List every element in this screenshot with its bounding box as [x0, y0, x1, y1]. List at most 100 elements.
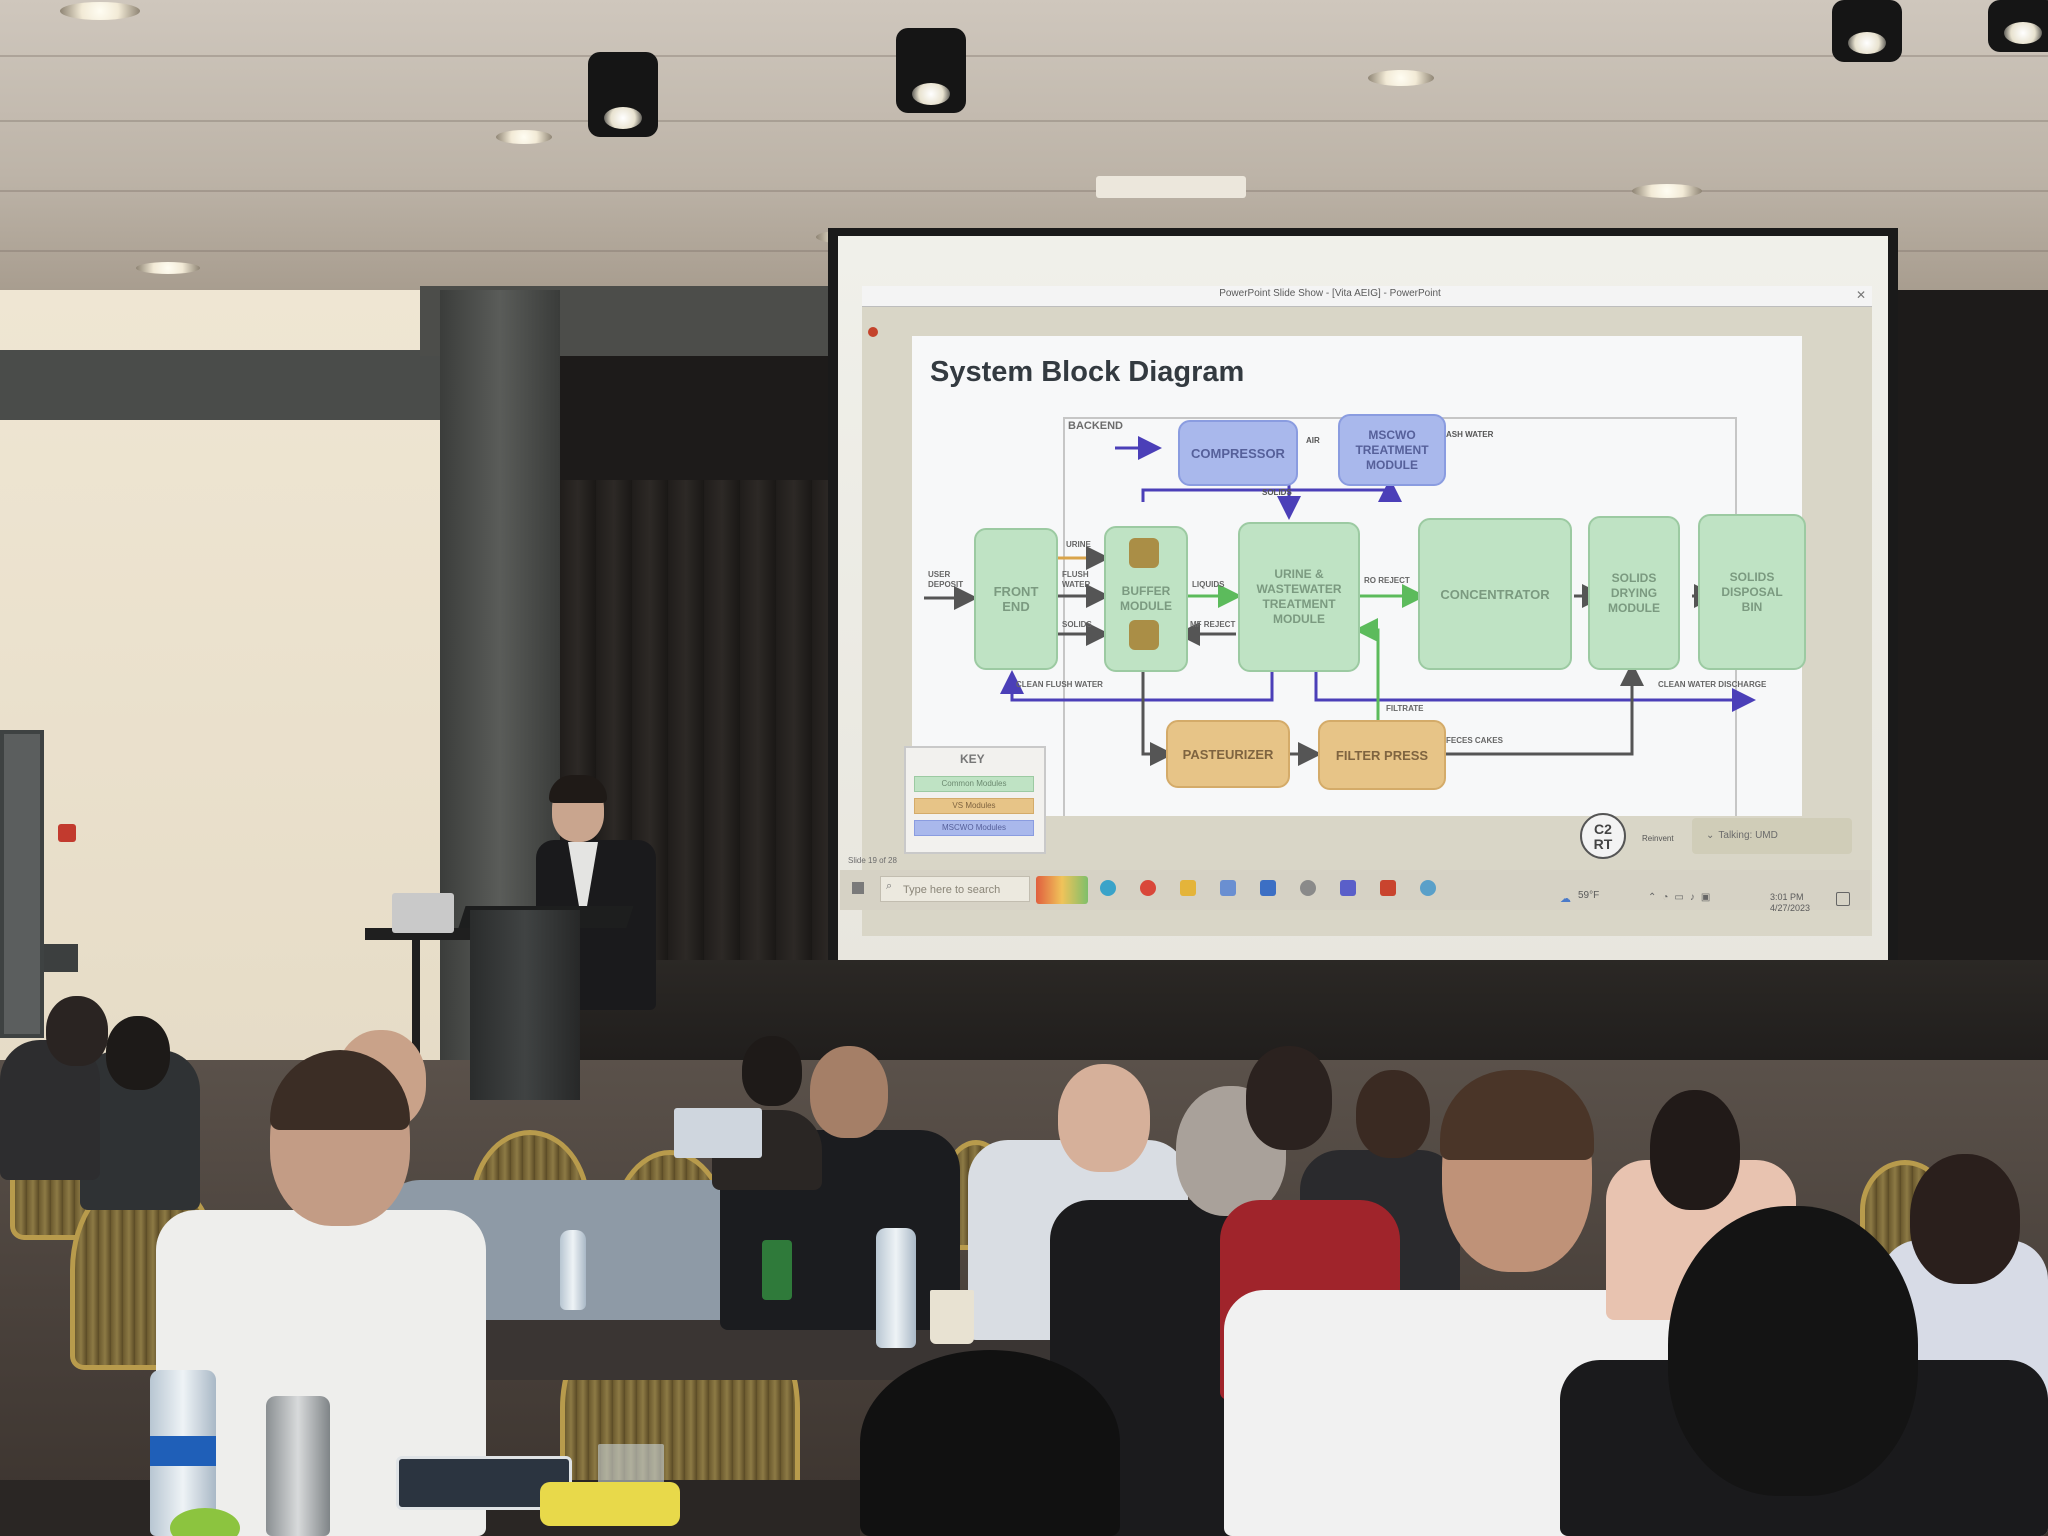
notification-icon[interactable] — [1836, 892, 1850, 906]
stage-spotlight — [588, 52, 658, 137]
paint-icon[interactable] — [1420, 880, 1436, 896]
filter-press-block: FILTER PRESS — [1318, 720, 1446, 790]
flow-label-user-deposit: USER DEPOSIT — [928, 570, 964, 589]
wall-beam — [0, 350, 480, 420]
stage-spotlight — [1832, 0, 1902, 62]
cloud-icon: ☁ — [1560, 893, 1571, 905]
connector-buffer-pasteurizer — [1141, 668, 1174, 766]
laptop-audience — [674, 1108, 762, 1158]
weather-readout[interactable]: 59°F — [1578, 890, 1600, 901]
search-icon: ⌕ — [886, 880, 893, 892]
taskbar-app-icons — [1100, 880, 1450, 900]
wall-panel — [44, 944, 78, 972]
attendee-head — [1650, 1090, 1740, 1210]
connector-clean-water-discharge — [1314, 668, 1756, 712]
apple — [170, 1508, 240, 1536]
attendee-hair — [1440, 1070, 1594, 1160]
flow-label-solids-left: SOLIDS — [1062, 620, 1092, 629]
water-bottle — [560, 1230, 586, 1310]
chrome-icon[interactable] — [1140, 880, 1156, 896]
talking-indicator: ⌄Talking: UMD — [1692, 818, 1852, 854]
front-end-block: FRONT END — [974, 528, 1058, 670]
paper-cup — [930, 1290, 974, 1344]
left-wall — [0, 290, 470, 1070]
attendee-head — [1910, 1154, 2020, 1284]
flow-label-solids-top: SOLIDS — [1262, 488, 1292, 497]
steel-bottle — [266, 1396, 330, 1536]
tray-icons: ⌃◔▭♪▣ — [1648, 892, 1717, 903]
connector-feces-cakes — [1444, 662, 1644, 756]
logo: C2 RT — [1580, 813, 1626, 859]
flow-label-flush-water: FLUSH WATER — [1062, 570, 1091, 589]
speaker-hair — [549, 775, 607, 803]
bottle-label — [150, 1436, 216, 1466]
urine-treatment-block: URINE & WASTEWATER TREATMENT MODULE — [1238, 522, 1360, 672]
laptop-stand-leg — [412, 938, 420, 1088]
mail-icon[interactable] — [1260, 880, 1276, 896]
powerpoint-taskbar-icon[interactable] — [1380, 880, 1396, 896]
store-icon[interactable] — [1220, 880, 1236, 896]
sponsor-label: Reinvent — [1642, 834, 1674, 843]
teams-icon[interactable] — [1340, 880, 1356, 896]
mscwo-block: MSCWO TREATMENT MODULE — [1338, 414, 1446, 486]
key-item-common: Common Modules — [914, 776, 1034, 792]
backend-label: BACKEND — [1068, 420, 1123, 432]
taskbar-clock[interactable]: 3:01 PM 4/27/2023 — [1770, 892, 1810, 914]
folder-icon[interactable] — [1180, 880, 1196, 896]
attendee-head — [742, 1036, 802, 1106]
buffer-tank-top — [1129, 538, 1159, 568]
flow-label-feces-cakes: FECES CAKES — [1446, 736, 1503, 745]
fire-alarm — [58, 824, 76, 842]
pasteurizer-block: PASTEURIZER — [1166, 720, 1290, 788]
ceiling-downlight — [60, 2, 140, 20]
stage-spotlight — [896, 28, 966, 113]
attendee-head — [1356, 1070, 1430, 1158]
clock-time: 3:01 PM — [1770, 892, 1804, 902]
talking-label: Talking: UMD — [1718, 830, 1778, 841]
chevron-down-icon: ⌄ — [1706, 830, 1715, 841]
solids-drying-block: SOLIDS DRYING MODULE — [1588, 516, 1680, 670]
attendee-head — [810, 1046, 888, 1138]
ceiling-downlight — [496, 130, 552, 144]
flow-label-mf-reject: MF REJECT — [1190, 620, 1236, 629]
edge-icon[interactable] — [1100, 880, 1116, 896]
flow-label-ash-water: ASH WATER — [1446, 430, 1494, 439]
attendee-head — [106, 1016, 170, 1090]
connector-solids-top — [1141, 478, 1402, 502]
snack-bag — [540, 1482, 680, 1526]
flow-label-liquids: LIQUIDS — [1192, 580, 1225, 589]
compressor-block: COMPRESSOR — [1178, 420, 1298, 486]
flow-label-filtrate: FILTRATE — [1386, 704, 1424, 713]
window-title: PowerPoint Slide Show - [Vita AEIG] - Po… — [1219, 288, 1441, 299]
close-icon[interactable]: ✕ — [1856, 288, 1867, 302]
ceiling-downlight — [1632, 184, 1702, 198]
attendee-head — [1668, 1206, 1918, 1496]
soda-can — [762, 1240, 792, 1300]
slide-counter: Slide 19 of 28 — [848, 856, 897, 865]
attendee-head — [46, 996, 108, 1066]
solids-disposal-block: SOLIDS DISPOSAL BIN — [1698, 514, 1806, 670]
start-icon[interactable] — [852, 882, 864, 894]
key-item-vs: VS Modules — [914, 798, 1034, 814]
flow-label-clean-water-discharge: CLEAN WATER DISCHARGE — [1658, 680, 1767, 689]
slide-title: System Block Diagram — [930, 356, 1245, 388]
flow-label-ro-reject: RO REJECT — [1364, 576, 1410, 585]
attendee-head — [1246, 1046, 1332, 1150]
photos-icon[interactable] — [1300, 880, 1316, 896]
taskbar-search-input[interactable]: Type here to search — [880, 876, 1030, 902]
ceiling-downlight — [1368, 70, 1434, 86]
powerpoint-icon — [868, 327, 878, 337]
stage-spotlight — [1988, 0, 2048, 52]
water-bottle — [876, 1228, 916, 1348]
key-item-mscwo: MSCWO Modules — [914, 820, 1034, 836]
side-door — [0, 730, 44, 1038]
ceiling-downlight — [136, 262, 200, 274]
podium — [470, 910, 580, 1100]
attendee-head — [860, 1350, 1120, 1536]
flow-label-air: AIR — [1306, 436, 1320, 445]
ceiling-vent — [1096, 176, 1246, 198]
news-widget-icon[interactable] — [1036, 876, 1088, 904]
concentrator-block: CONCENTRATOR — [1418, 518, 1572, 670]
attendee-head — [1058, 1064, 1150, 1172]
